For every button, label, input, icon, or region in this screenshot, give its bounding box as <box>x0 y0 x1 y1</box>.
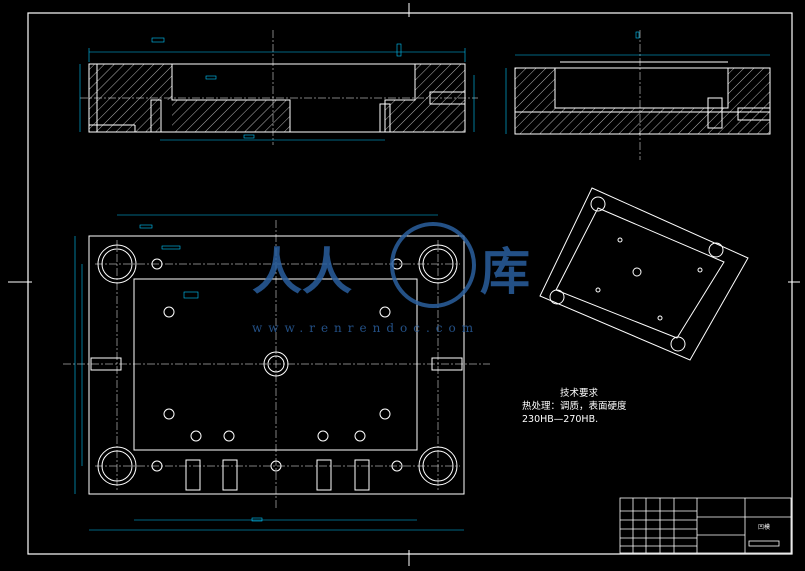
side-section-view <box>505 30 771 160</box>
front-section-view <box>79 30 478 145</box>
technical-requirements: 技术要求 热处理：调质，表面硬度 230HB—270HB. <box>522 387 627 426</box>
drawing-frame <box>8 3 800 566</box>
title-block-part-name: 凹模 <box>758 524 771 531</box>
watermark-url: www.renrendoc.com <box>252 321 480 335</box>
watermark-logo: 人人 <box>252 243 352 301</box>
plan-view <box>63 214 490 531</box>
watermark-ring <box>390 222 476 308</box>
technical-requirements-line-2: 230HB—270HB. <box>522 414 599 425</box>
isometric-view <box>539 187 749 361</box>
technical-requirements-line-1: 热处理：调质，表面硬度 <box>522 401 627 412</box>
title-block <box>619 497 792 554</box>
technical-requirements-title: 技术要求 <box>560 388 599 399</box>
watermark-logo-char: 库 <box>480 243 530 301</box>
